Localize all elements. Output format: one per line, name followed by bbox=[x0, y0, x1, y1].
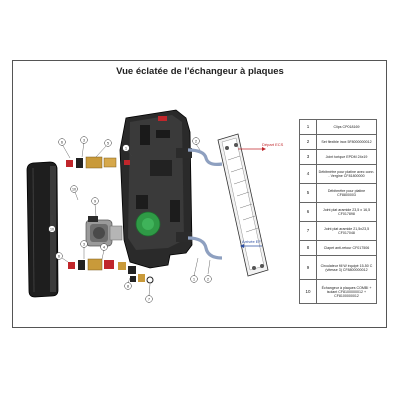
legend-number: 10 bbox=[299, 279, 317, 304]
legend-text: Set flexible inox 5F8000000012 bbox=[316, 134, 377, 150]
legend-number: 3 bbox=[299, 149, 317, 165]
callout-10-left: 10 bbox=[72, 187, 76, 191]
legend-number: 5 bbox=[299, 183, 317, 203]
callout-1-lower: 1 bbox=[193, 277, 195, 281]
callout-numbers: 6 3 5 1 2 10 9 6 3 4 8 7 1 2 10 bbox=[50, 138, 209, 301]
clip-red-top bbox=[158, 116, 167, 121]
callout-5: 5 bbox=[107, 141, 109, 145]
label-arrivee-ef: Arrivée EF bbox=[242, 239, 261, 244]
fittings-lower-left bbox=[68, 258, 136, 274]
legend-number: 2 bbox=[299, 134, 317, 150]
callout-3: 3 bbox=[83, 138, 85, 142]
legend-number: 4 bbox=[299, 164, 317, 184]
callouts bbox=[48, 136, 212, 303]
legend-number: 7 bbox=[299, 221, 317, 241]
legend-text: Joint torique EPDM 24x19 bbox=[316, 149, 377, 165]
circulator-pump bbox=[85, 216, 123, 247]
plate-heat-exchanger bbox=[217, 133, 269, 277]
leader-lines bbox=[51, 141, 211, 297]
legend-text: Clips CP018169 bbox=[316, 119, 377, 135]
flow-arrows bbox=[238, 147, 266, 248]
callout-4: 4 bbox=[103, 245, 105, 249]
page-title: Vue éclatée de l'échangeur à plaques bbox=[116, 66, 284, 77]
legend-number: 1 bbox=[299, 119, 317, 135]
label-depart-ecs: Départ ECS bbox=[262, 142, 284, 147]
legend-number: 6 bbox=[299, 202, 317, 222]
pump-green-face bbox=[135, 211, 161, 237]
callout-2-lower: 2 bbox=[207, 277, 209, 281]
clip-red-block-left bbox=[124, 160, 130, 165]
callout-7: 7 bbox=[148, 297, 150, 301]
fittings-upper-left bbox=[66, 156, 117, 169]
legend-number: 8 bbox=[299, 240, 317, 256]
callout-1: 1 bbox=[125, 146, 127, 150]
callout-9: 9 bbox=[94, 199, 96, 203]
callout-2-top: 2 bbox=[195, 139, 197, 143]
callout-8: 8 bbox=[127, 284, 129, 288]
legend-text: Débitmètre pour platine avec conn. - Ver… bbox=[316, 164, 377, 184]
legend-text: Débitmètre pour platine CF8800003 bbox=[316, 183, 377, 203]
hydraulic-block bbox=[119, 109, 193, 269]
flexible-hoses bbox=[187, 148, 223, 260]
callout-6: 6 bbox=[61, 140, 63, 144]
loose-parts-bottom bbox=[130, 274, 154, 284]
callout-3-lower: 3 bbox=[83, 242, 85, 246]
legend-text: Clapet anti-retour CF017506 bbox=[316, 240, 377, 256]
legend-number: 9 bbox=[299, 255, 317, 280]
legend-text: Échangeur à plaques COMBI + isolant CF81… bbox=[316, 279, 377, 304]
callout-6-lower: 6 bbox=[58, 254, 60, 258]
legend-text: Joint plat aramide 23,5 x 16,5 CF017898 bbox=[316, 202, 377, 222]
legend-text: Circulateur fill W équipé 15-50 C (vites… bbox=[316, 255, 377, 280]
legend-text: Joint plat aramide 21,5x23,5 CF017048 bbox=[316, 221, 377, 241]
callout-10: 10 bbox=[50, 227, 54, 231]
